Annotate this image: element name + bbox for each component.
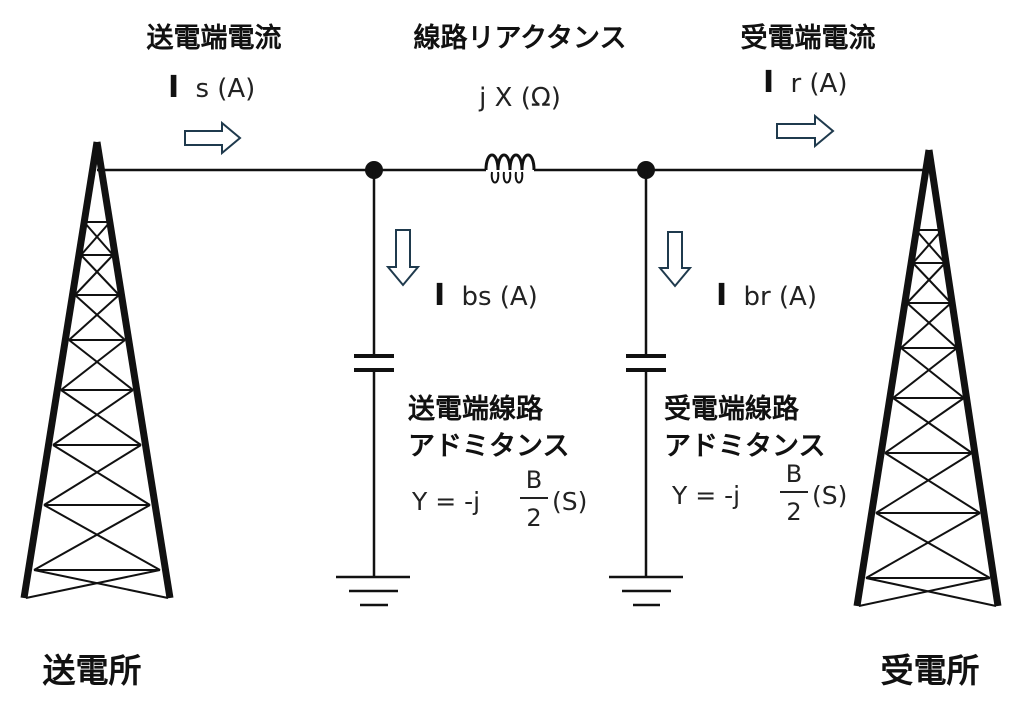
- send-station-label: 送電所: [43, 651, 142, 690]
- line-reactance-title: 線路リアクタンス: [413, 22, 626, 54]
- recv-current-label: I r (A): [763, 65, 847, 100]
- recv-admittance-title-line1: 受電端線路: [664, 393, 800, 425]
- recv-current-title: 受電端電流: [741, 22, 876, 54]
- right-shunt-branch: [609, 170, 683, 607]
- ground-icon: [609, 575, 683, 607]
- formula-numerator: B: [526, 466, 542, 494]
- inductor-icon: [484, 153, 536, 184]
- recv-admittance-formula: Y = -j B 2 (S): [671, 460, 847, 526]
- send-admittance-title-line2: アドミタンス: [408, 431, 569, 462]
- formula-lhs: Y = -j: [411, 487, 480, 516]
- ground-icon: [336, 575, 410, 607]
- formula-lhs: Y = -j: [671, 481, 740, 510]
- ibs-label: I bs (A): [434, 278, 538, 313]
- send-admittance-formula: Y = -j B 2 (S): [411, 466, 587, 532]
- left-shunt-branch: [336, 170, 410, 607]
- left-transmission-tower-icon: [20, 141, 174, 599]
- right-transmission-tower-icon: [853, 149, 1002, 607]
- formula-unit: (S): [552, 487, 587, 516]
- formula-denominator: 2: [786, 498, 801, 526]
- formula-unit: (S): [812, 481, 847, 510]
- recv-admittance-title-line2: アドミタンス: [664, 431, 825, 462]
- send-current-title: 送電端電流: [147, 23, 282, 54]
- recv-current-arrow-icon: [776, 113, 835, 149]
- recv-station-label: 受電所: [881, 651, 980, 690]
- send-admittance-title-line1: 送電端線路: [408, 393, 544, 425]
- send-current-arrow-icon: [184, 120, 242, 156]
- send-current-label: I s (A): [168, 70, 255, 105]
- ibr-arrow-icon: [657, 231, 693, 288]
- line-reactance-expression: j X (Ω): [478, 83, 561, 113]
- ibr-label: I br (A): [716, 278, 817, 313]
- ibs-arrow-icon: [385, 229, 421, 287]
- capacitor-icon: [354, 354, 394, 372]
- formula-numerator: B: [786, 460, 802, 488]
- formula-denominator: 2: [526, 504, 541, 532]
- capacitor-icon: [626, 354, 666, 372]
